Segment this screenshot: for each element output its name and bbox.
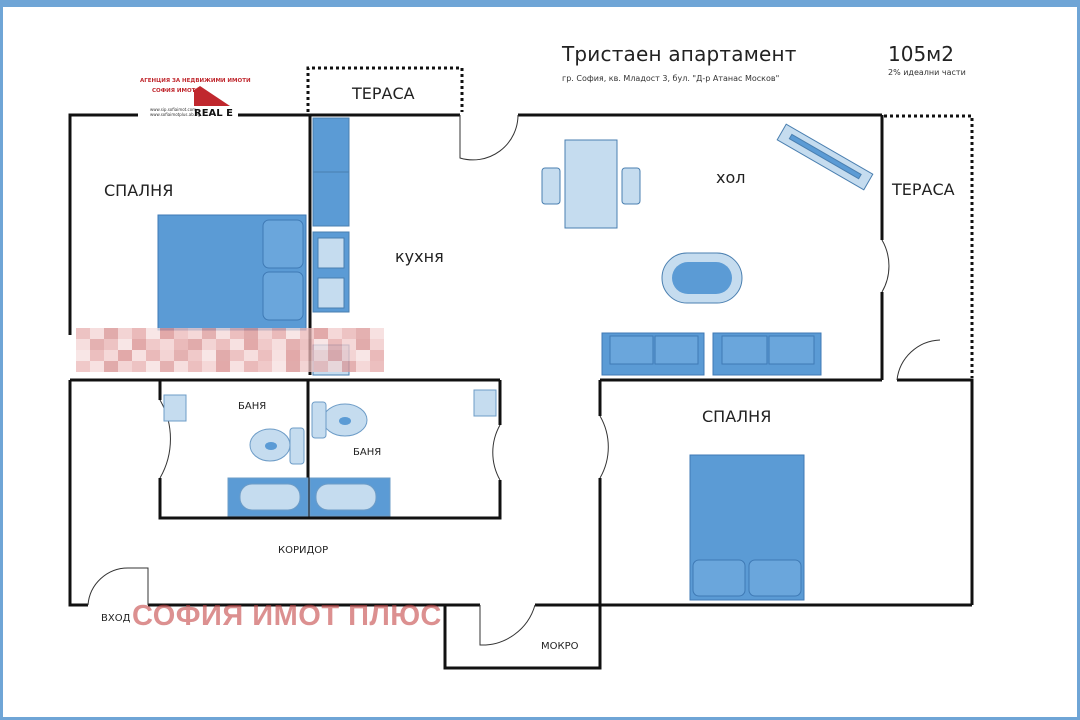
agency-watermark: СОФИЯ ИМОТ ПЛЮС: [132, 600, 442, 632]
room-label-corridor: КОРИДОР: [278, 545, 329, 556]
room-label-entrance: ВХОД: [101, 613, 131, 624]
room-label-terrace-right: ТЕРАСА: [892, 180, 955, 199]
room-label-terrace-top: ТЕРАСА: [352, 84, 415, 103]
room-label-bedroom-left: СПАЛНЯ: [104, 181, 174, 200]
plan-area: 105м2: [888, 42, 954, 66]
logo-brand: REAL E: [194, 108, 233, 119]
logo-contacts: www.sip.sofiaimot.com www.sofiaimotplus.…: [150, 107, 201, 117]
logo-agency-line: АГЕНЦИЯ ЗА НЕДВИЖИМИ ИМОТИ: [140, 78, 251, 84]
agency-logo: АГЕНЦИЯ ЗА НЕДВИЖИМИ ИМОТИ СОФИЯ ИМОТ + …: [138, 78, 251, 132]
plan-shared-parts: 2% идеални части: [888, 68, 966, 77]
room-label-bathroom-2: БАНЯ: [353, 447, 382, 458]
plan-title: Тристаен апартамент: [562, 42, 797, 66]
room-label-wet-room: МОКРО: [541, 641, 579, 652]
pixelated-censor: [76, 328, 386, 372]
room-label-living: хол: [716, 168, 746, 187]
room-label-kitchen: кухня: [395, 247, 444, 266]
room-label-bedroom-right: СПАЛНЯ: [702, 407, 772, 426]
house-roof-icon: [194, 86, 230, 106]
logo-name-line: СОФИЯ ИМОТ +: [152, 88, 202, 94]
plan-address: гр. София, кв. Младост 3, бул. "Д-р Атан…: [562, 74, 780, 83]
room-label-bathroom-1: БАНЯ: [238, 401, 267, 412]
